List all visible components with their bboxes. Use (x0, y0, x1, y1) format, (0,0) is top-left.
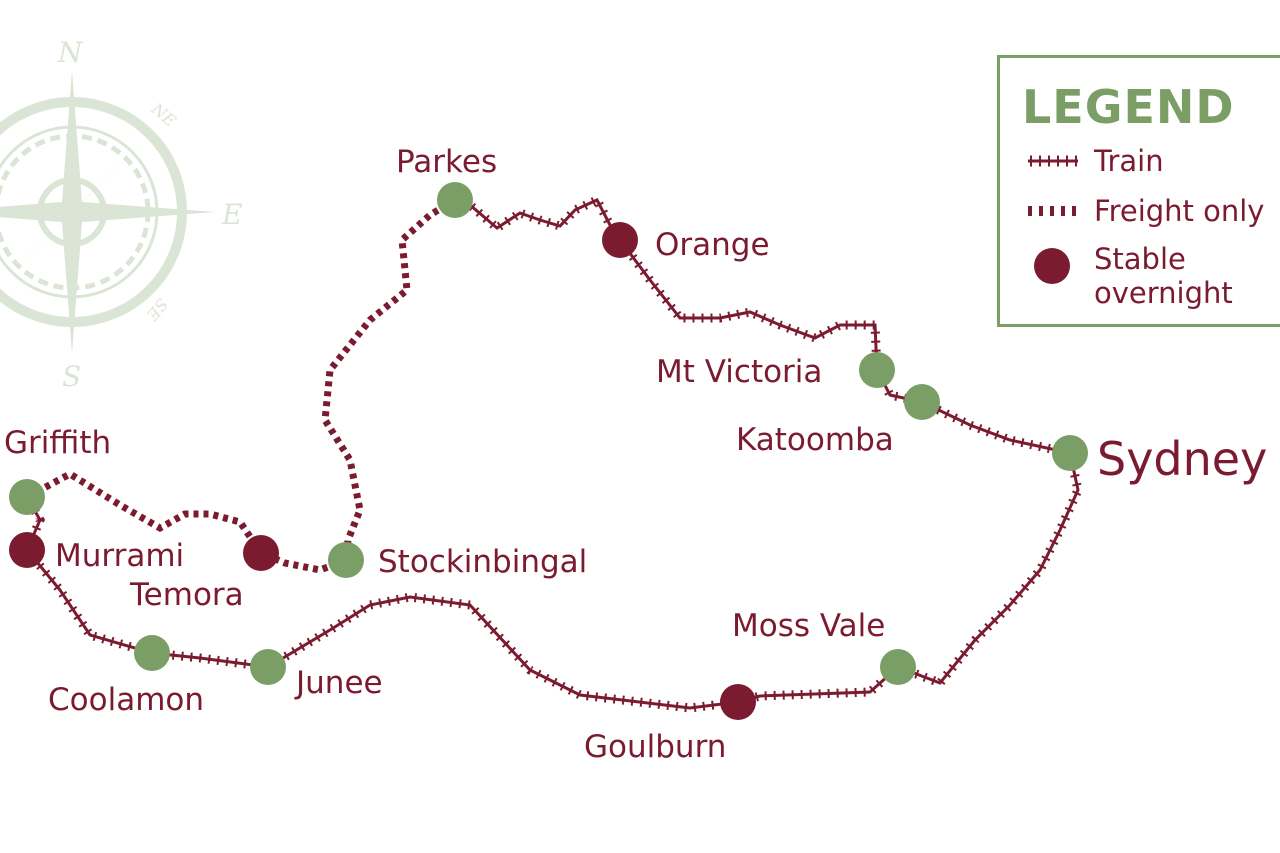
legend-stable-line2: overnight (1094, 276, 1233, 310)
compass-e-label: E (221, 198, 242, 231)
legend-train-label: Train (1094, 144, 1164, 178)
train-line-icon (1028, 155, 1078, 167)
station-marker-sydney[interactable] (1052, 435, 1088, 471)
legend-freight-label: Freight only (1094, 194, 1265, 228)
freight-line-parkes-stockinbingal (321, 196, 457, 561)
station-label-temora: Temora (129, 577, 244, 613)
legend-stable-line1: Stable (1094, 242, 1186, 276)
station-marker-temora[interactable] (243, 535, 279, 571)
station-marker-junee[interactable] (250, 649, 286, 685)
train-line (21, 194, 1083, 713)
freight-lines (25, 196, 457, 574)
station-marker-moss-vale[interactable] (880, 649, 916, 685)
legend-item-freight: Freight only (1028, 194, 1264, 228)
station-label-mt-victoria: Mt Victoria (656, 354, 822, 390)
station-marker-mt-victoria[interactable] (859, 352, 895, 388)
station-marker-griffith[interactable] (9, 479, 45, 515)
compass-n-label: N (57, 36, 84, 69)
station-marker-murrami[interactable] (9, 532, 45, 568)
station-marker-coolamon[interactable] (134, 635, 170, 671)
freight-line-icon (1028, 206, 1078, 216)
station-label-parkes: Parkes (396, 144, 497, 180)
station-label-sydney: Sydney (1097, 432, 1267, 486)
legend-title: LEGEND (1022, 80, 1235, 134)
station-labels: Parkes Orange Mt Victoria Katoomba Sydne… (4, 144, 1267, 765)
station-label-junee: Junee (294, 665, 383, 701)
station-label-coolamon: Coolamon (48, 682, 204, 718)
compass-rose-icon: N NE E SE S (0, 36, 242, 393)
stations (9, 182, 1088, 720)
station-label-orange: Orange (655, 227, 770, 263)
station-marker-stockinbingal[interactable] (328, 542, 364, 578)
station-marker-parkes[interactable] (437, 182, 473, 218)
station-label-stockinbingal: Stockinbingal (378, 544, 587, 580)
station-label-murrami: Murrami (55, 538, 184, 574)
station-marker-goulburn[interactable] (720, 684, 756, 720)
overnight-dot-icon (1034, 248, 1070, 284)
station-label-katoomba: Katoomba (736, 422, 894, 458)
station-marker-katoomba[interactable] (904, 384, 940, 420)
compass-ne-label: NE (147, 99, 180, 131)
station-label-moss-vale: Moss Vale (732, 608, 885, 644)
legend-item-train: Train (1028, 144, 1164, 178)
station-label-griffith: Griffith (4, 425, 111, 461)
compass-s-label: S (62, 360, 81, 393)
station-marker-orange[interactable] (602, 222, 638, 258)
station-label-goulburn: Goulburn (584, 729, 726, 765)
freight-line-temora-griffith (25, 469, 264, 555)
